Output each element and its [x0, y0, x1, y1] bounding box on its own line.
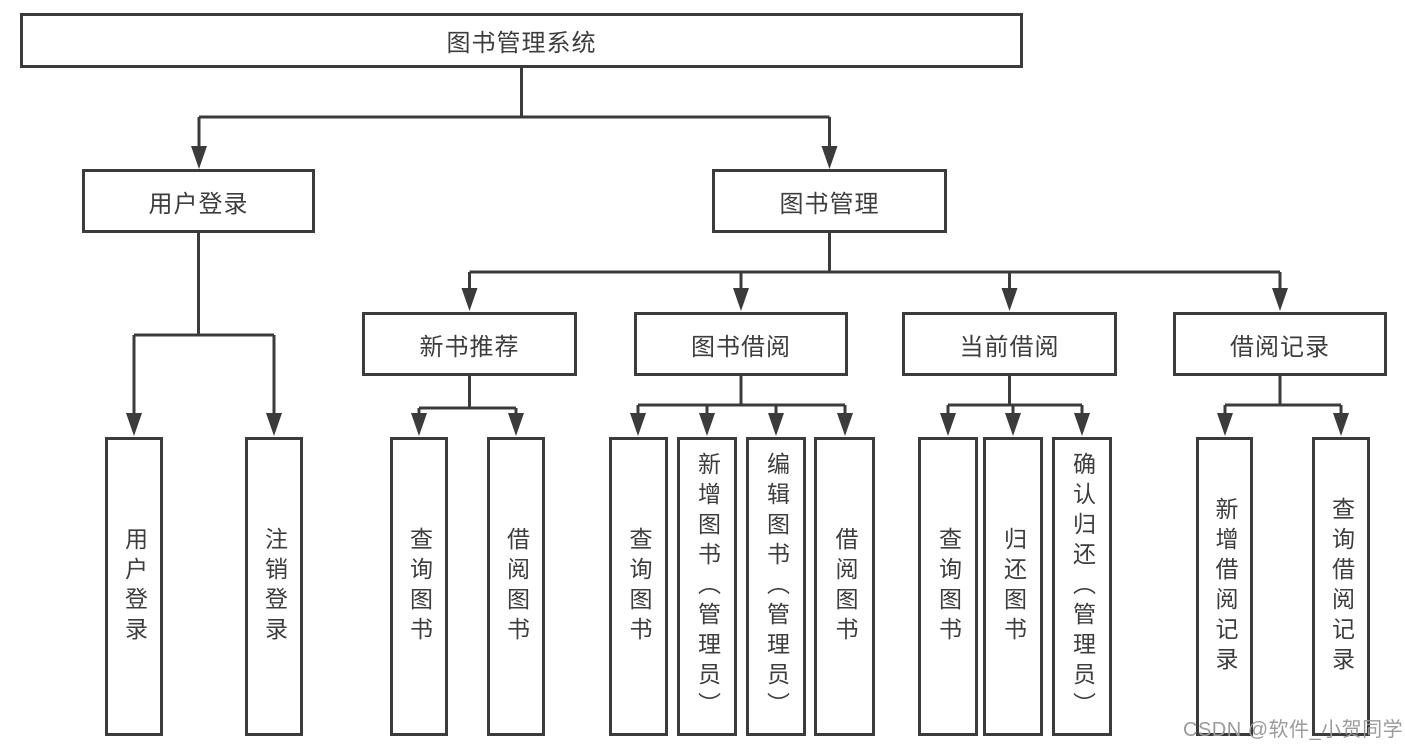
leaf-add-borrow-record: 新增借阅记录: [1196, 437, 1253, 736]
root-connectors: [191, 68, 838, 169]
new-book-recommend-connectors: [411, 376, 524, 436]
book-management-connectors: [461, 233, 1288, 311]
leaf-logout: 注销登录: [245, 437, 303, 736]
leaf-user-login: 用户登录: [105, 437, 163, 736]
user-login-connectors: [126, 233, 282, 436]
leaf-confirm-return-admin: 确认归还（管理员）: [1052, 437, 1112, 736]
leaf-query-books-borrow: 查询图书: [609, 437, 668, 736]
leaf-edit-books-admin: 编辑图书（管理员）: [746, 437, 806, 736]
borrow-record-connectors: [1217, 376, 1349, 436]
book-borrow-connectors: [630, 376, 853, 436]
node-root: 图书管理系统: [20, 13, 1023, 68]
leaf-return-books: 归还图书: [983, 437, 1043, 736]
leaf-borrow-books-recommend: 借阅图书: [487, 437, 545, 736]
current-borrow-connectors: [940, 376, 1090, 436]
node-book-management: 图书管理: [712, 169, 947, 233]
leaf-borrow-books: 借阅图书: [814, 437, 875, 736]
node-borrow-record: 借阅记录: [1173, 312, 1387, 376]
leaf-query-books-current: 查询图书: [918, 437, 978, 736]
node-user-login: 用户登录: [82, 169, 315, 233]
node-current-borrow: 当前借阅: [902, 312, 1117, 376]
node-book-borrow: 图书借阅: [634, 312, 848, 376]
leaf-query-borrow-record: 查询借阅记录: [1312, 437, 1370, 736]
leaf-add-books-admin: 新增图书（管理员）: [677, 437, 737, 736]
csdn-watermark: CSDN @软件_小贺同学: [1183, 719, 1404, 741]
node-new-book-recommend: 新书推荐: [362, 312, 577, 376]
leaf-query-books-recommend: 查询图书: [390, 437, 448, 736]
